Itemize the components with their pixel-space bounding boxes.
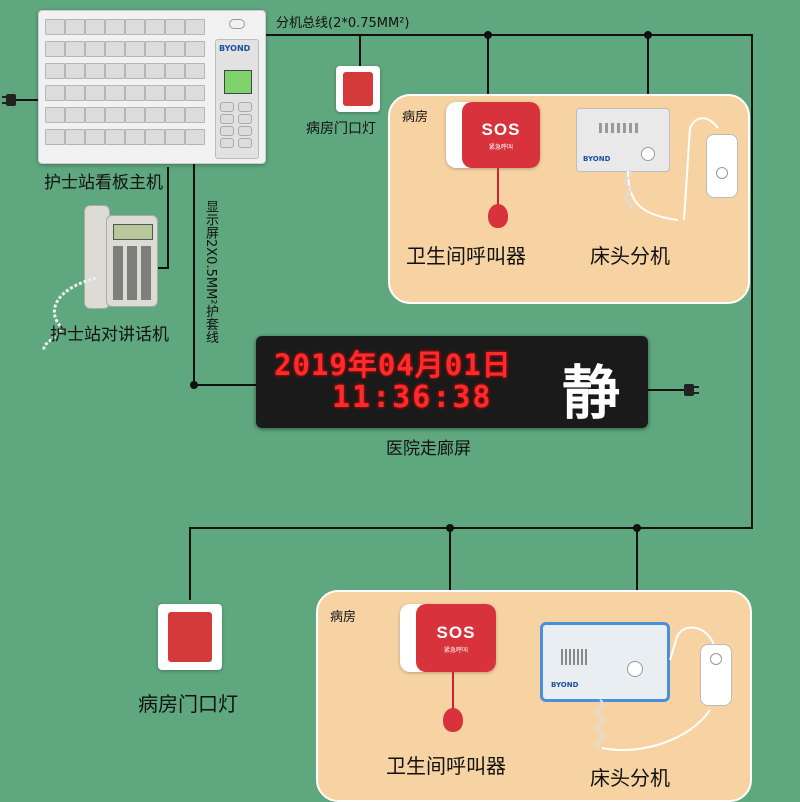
ward-room-top-label: 病房	[402, 106, 428, 125]
pull-handle-top	[488, 204, 508, 228]
handset-button-icon	[710, 653, 722, 665]
bed-unit-bottom-brand: BYOND	[551, 681, 578, 689]
nurse-station-host: BYOND	[38, 10, 266, 164]
door-lamp-bottom	[158, 604, 222, 670]
ward-room-bottom-label: 病房	[330, 606, 356, 625]
door-lamp-bottom-label: 病房门口灯	[138, 688, 238, 717]
speaker-grille-icon	[561, 649, 587, 665]
sos-bottom-subtext: 紧急呼叫	[444, 645, 468, 654]
host-brand: BYOND	[219, 44, 250, 53]
bed-unit-top-label: 床头分机	[590, 240, 670, 269]
pull-cord-top	[497, 168, 499, 208]
display-cable-label: 显示屏2X0.5MM²护套线	[201, 200, 220, 344]
phone-keypad	[113, 246, 151, 300]
toilet-caller-bottom-label: 卫生间呼叫器	[386, 750, 506, 779]
toilet-caller-top: SOS 紧急呼叫	[446, 102, 540, 168]
door-lamp-top-label: 病房门口灯	[306, 118, 376, 138]
bed-unit-bottom-label: 床头分机	[590, 762, 670, 791]
corridor-screen: 2019年04月01日 11:36:38 静	[256, 336, 648, 428]
sos-bottom-text: SOS	[437, 623, 476, 643]
handset-button-icon	[716, 167, 728, 179]
sos-top-subtext: 紧急呼叫	[489, 142, 513, 151]
led-date: 2019年04月01日	[274, 342, 512, 384]
phone-base	[106, 215, 158, 307]
nurse-host-label: 护士站看板主机	[44, 168, 163, 193]
bed-handset-bottom	[700, 644, 732, 706]
bed-handset-top	[706, 134, 738, 198]
bed-unit-top-brand: BYOND	[583, 155, 610, 163]
host-speaker-icon	[229, 19, 245, 29]
led-time: 11:36:38	[332, 380, 493, 415]
pull-cord-bottom	[452, 672, 454, 712]
host-bed-grid	[45, 19, 211, 155]
bus-line-label: 分机总线(2*0.75MM²)	[276, 12, 410, 31]
host-lcd	[224, 70, 252, 94]
door-lamp-top	[336, 66, 380, 112]
pull-handle-bottom	[443, 708, 463, 732]
phone-lcd	[113, 224, 153, 240]
led-status: 静	[562, 346, 620, 430]
corridor-screen-label: 医院走廊屏	[386, 434, 471, 459]
toilet-caller-top-label: 卫生间呼叫器	[406, 240, 526, 269]
nurse-phone-label: 护士站对讲话机	[50, 320, 169, 345]
host-control-panel: BYOND	[215, 39, 259, 159]
sos-top-text: SOS	[482, 120, 521, 140]
toilet-caller-bottom: SOS 紧急呼叫	[400, 604, 496, 672]
